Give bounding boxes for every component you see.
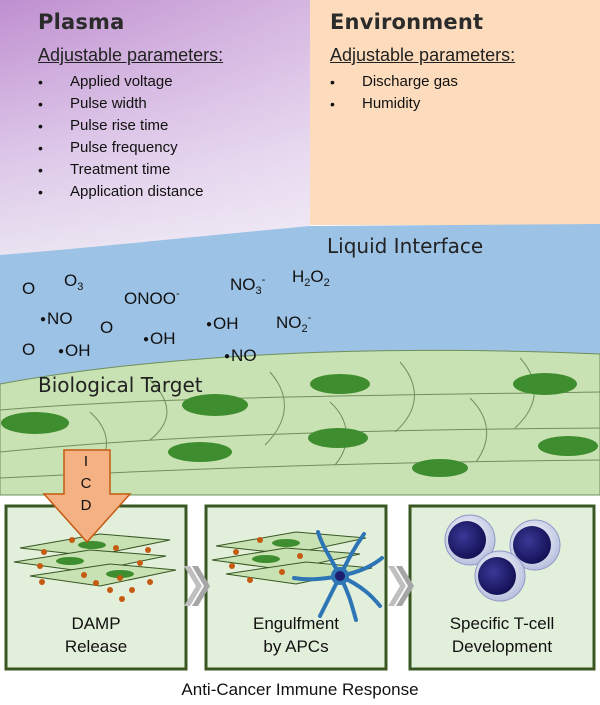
damp-release-box [4,504,188,671]
plasma-title: Plasma [38,10,125,34]
plasma-parameter: Pulse rise time [38,115,203,137]
cell-nucleus [310,374,370,394]
species-o: O [22,279,36,298]
species-ozone: O3 [64,271,84,293]
cell-nucleus [538,436,598,456]
plasma-parameter: Pulse width [38,93,203,115]
plasma-parameter: Pulse frequency [38,137,203,159]
chevron-icon [184,566,210,606]
tissue-layer [0,349,600,496]
plasma-parameter: Application distance [38,181,203,203]
icd-letter: I [83,453,89,470]
immune-response-caption: Anti-Cancer Immune Response [181,680,419,699]
plasma-parameter: Treatment time [38,159,203,181]
icd-letter: D [80,497,92,514]
environment-parameter: Discharge gas [330,71,458,93]
damp-cells [13,533,177,587]
species-hydroxyl-radical: OH [143,329,176,350]
cell-nucleus [1,412,69,434]
biological-target-title: Biological Target [38,373,203,397]
environment-parameter: Humidity [330,93,458,115]
plasma-parameter-list: Applied voltage Pulse width Pulse rise t… [38,71,203,203]
engulfment-cells [211,531,373,585]
species-nitric-oxide-radical: NO [224,346,257,367]
cell-nucleus [168,442,232,462]
environment-title: Environment [330,10,484,34]
environment-subhead: Adjustable parameters: [330,45,516,65]
species-hydrogen-peroxide: H2O2 [292,267,330,289]
species-hydroxyl-radical: OH [58,341,91,362]
species-o: O [100,318,114,337]
species-o: O [22,340,36,359]
icd-arrow [42,449,132,544]
cell-nucleus [513,373,577,395]
environment-parameter-list: Discharge gas Humidity [330,71,458,115]
cell-nucleus [182,394,248,416]
chevron-icon [388,566,414,606]
species-nitrite: NO2- [276,312,312,335]
tcell-cluster [444,514,561,602]
species-hydroxyl-radical: OH [206,314,239,335]
damp-dots [37,537,153,602]
species-peroxynitrite: ONOO- [124,288,180,309]
cell-nucleus [412,459,468,477]
species-nitric-oxide-radical: NO [40,309,73,330]
icd-letter: C [80,475,92,492]
cell-nucleus [308,428,368,448]
liquid-interface-title: Liquid Interface [327,234,484,258]
species-nitrate: NO3- [230,274,266,297]
plasma-subhead: Adjustable parameters: [38,45,224,65]
plasma-parameter: Applied voltage [38,71,203,93]
